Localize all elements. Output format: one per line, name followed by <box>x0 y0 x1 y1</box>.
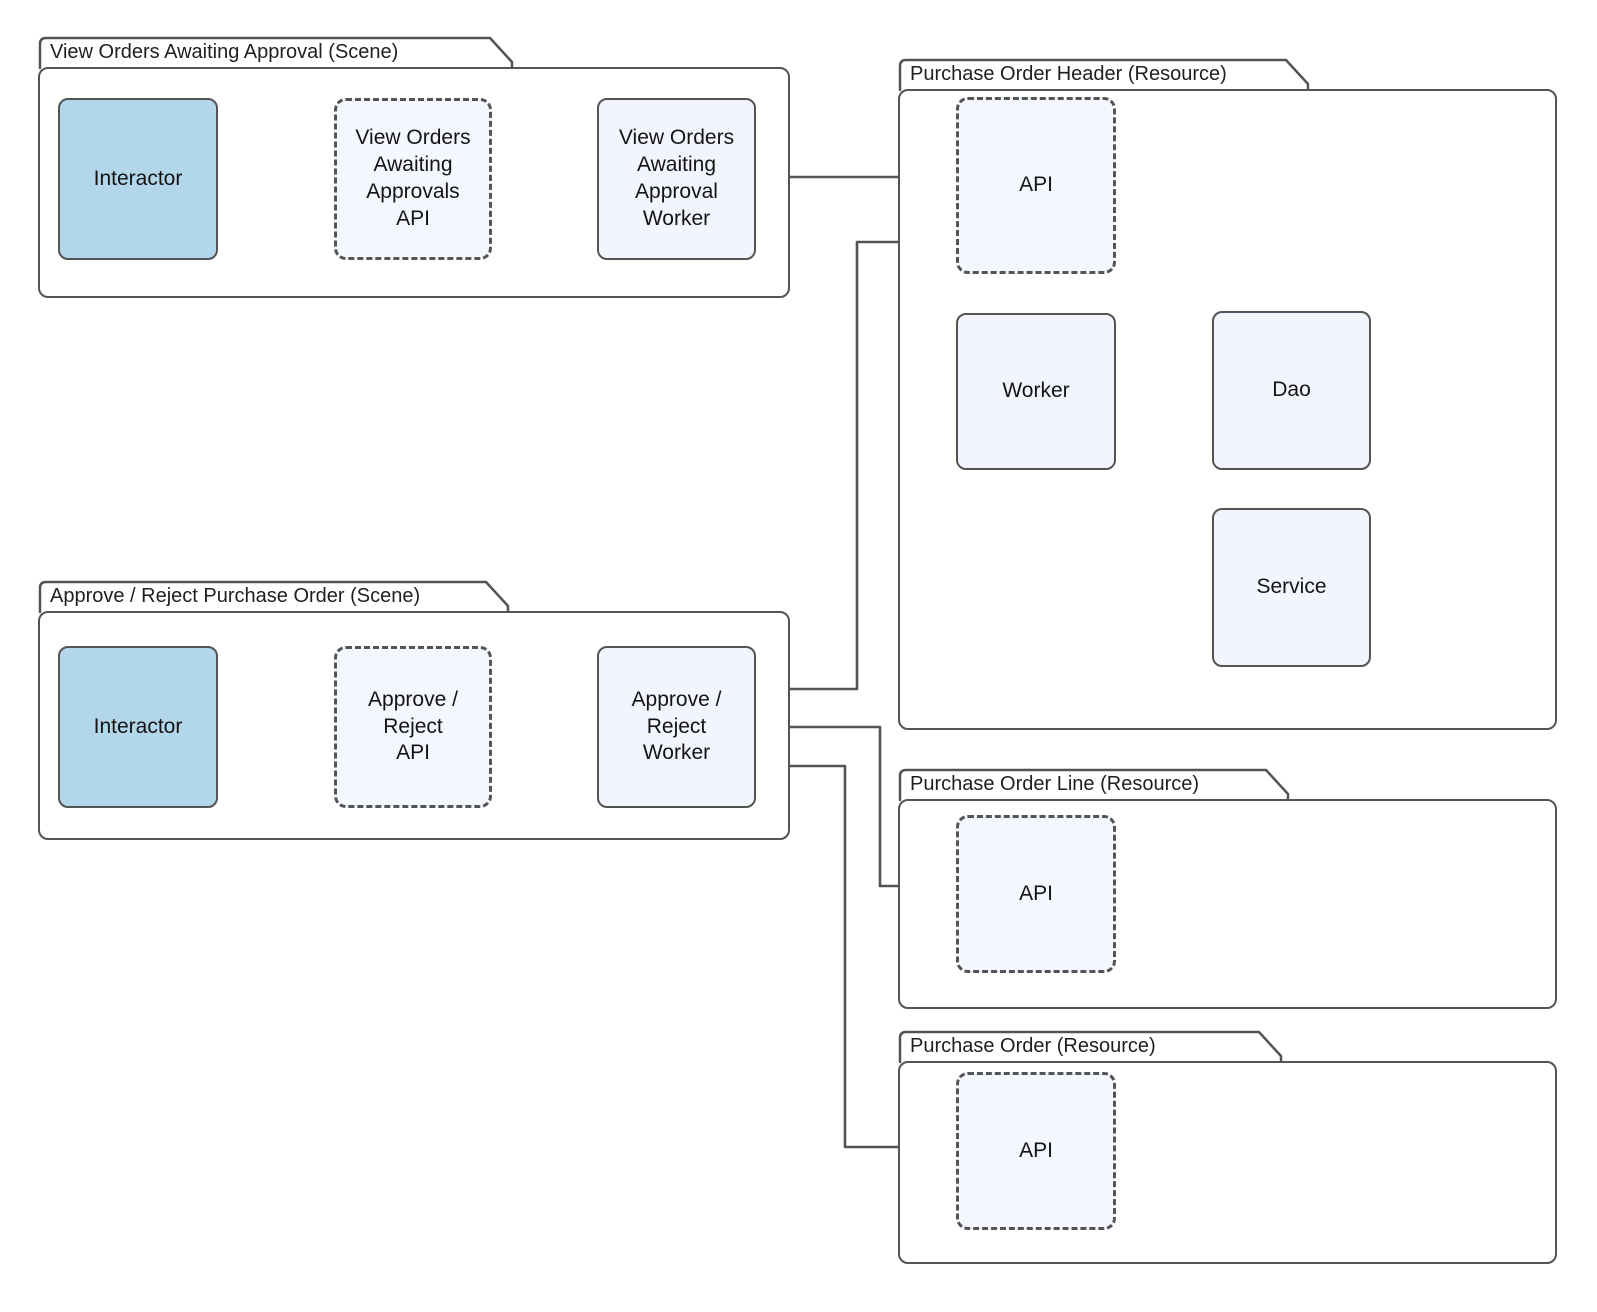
node-label: Worker <box>1002 379 1070 403</box>
node-scene2-api[interactable]: Approve / Reject API <box>334 646 492 808</box>
folder-tab-shape <box>898 768 1290 802</box>
node-label: View Orders Awaiting Approvals API <box>355 126 471 230</box>
node-poheader-worker[interactable]: Worker <box>956 313 1116 470</box>
node-scene1-worker[interactable]: View Orders Awaiting Approval Worker <box>597 98 756 260</box>
node-poheader-dao[interactable]: Dao <box>1212 311 1371 470</box>
group-po-header-resource: Purchase Order Header (Resource) API Wor… <box>898 58 1557 730</box>
node-label: Approve / Reject Worker <box>631 687 722 765</box>
node-label: API <box>1019 1138 1053 1162</box>
node-scene2-interactor[interactable]: Interactor <box>58 646 218 808</box>
folder-tab-shape <box>38 36 514 70</box>
node-label: API <box>1019 881 1053 905</box>
group-title: Purchase Order Header (Resource) <box>910 63 1227 85</box>
folder-tab: Purchase Order (Resource) <box>898 1030 1283 1064</box>
group-title: Purchase Order Line (Resource) <box>910 773 1200 795</box>
group-view-orders-scene: View Orders Awaiting Approval (Scene) In… <box>38 36 790 298</box>
folder-tab-shape <box>898 1030 1283 1064</box>
node-poheader-service[interactable]: Service <box>1212 508 1371 667</box>
node-scene2-worker[interactable]: Approve / Reject Worker <box>597 646 756 808</box>
group-title: View Orders Awaiting Approval (Scene) <box>50 41 399 63</box>
node-label: Interactor <box>93 166 183 190</box>
node-poline-api[interactable]: API <box>956 815 1116 973</box>
group-po-line-resource: Purchase Order Line (Resource) API <box>898 768 1557 1009</box>
node-label: Approve / Reject API <box>368 687 458 765</box>
node-label: Service <box>1256 575 1327 599</box>
folder-tab: Purchase Order Line (Resource) <box>898 768 1290 802</box>
folder-tab-shape <box>898 58 1310 92</box>
folder-tab: View Orders Awaiting Approval (Scene) <box>38 36 514 70</box>
node-scene1-api[interactable]: View Orders Awaiting Approvals API <box>334 98 492 260</box>
group-approve-reject-scene: Approve / Reject Purchase Order (Scene) … <box>38 580 790 840</box>
node-po-api[interactable]: API <box>956 1072 1116 1230</box>
group-title: Purchase Order (Resource) <box>910 1035 1156 1057</box>
group-title: Approve / Reject Purchase Order (Scene) <box>50 585 421 607</box>
folder-tab: Approve / Reject Purchase Order (Scene) <box>38 580 510 614</box>
node-label: Dao <box>1272 378 1311 402</box>
node-label: Interactor <box>93 714 183 738</box>
node-label: API <box>1019 173 1053 197</box>
node-scene1-interactor[interactable]: Interactor <box>58 98 218 260</box>
folder-tab-shape <box>38 580 510 614</box>
node-label: View Orders Awaiting Approval Worker <box>618 126 735 230</box>
node-poheader-api[interactable]: API <box>956 97 1116 274</box>
folder-tab: Purchase Order Header (Resource) <box>898 58 1310 92</box>
group-po-resource: Purchase Order (Resource) API <box>898 1030 1557 1264</box>
